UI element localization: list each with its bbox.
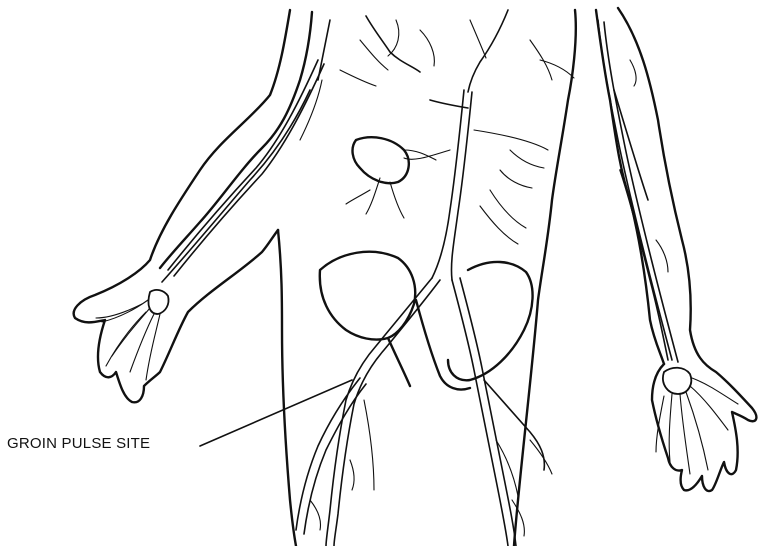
groin-pulse-leader-line (200, 380, 352, 446)
groin-pulse-site-label: GROIN PULSE SITE (7, 435, 150, 452)
abdominal-organs (346, 137, 544, 244)
body-outline (74, 8, 757, 546)
aorta (404, 90, 548, 280)
left-hand-bones (96, 290, 169, 380)
pelvis (320, 252, 533, 390)
right-arm-vessels (598, 20, 678, 362)
neck-and-chest-vessels (340, 10, 574, 92)
